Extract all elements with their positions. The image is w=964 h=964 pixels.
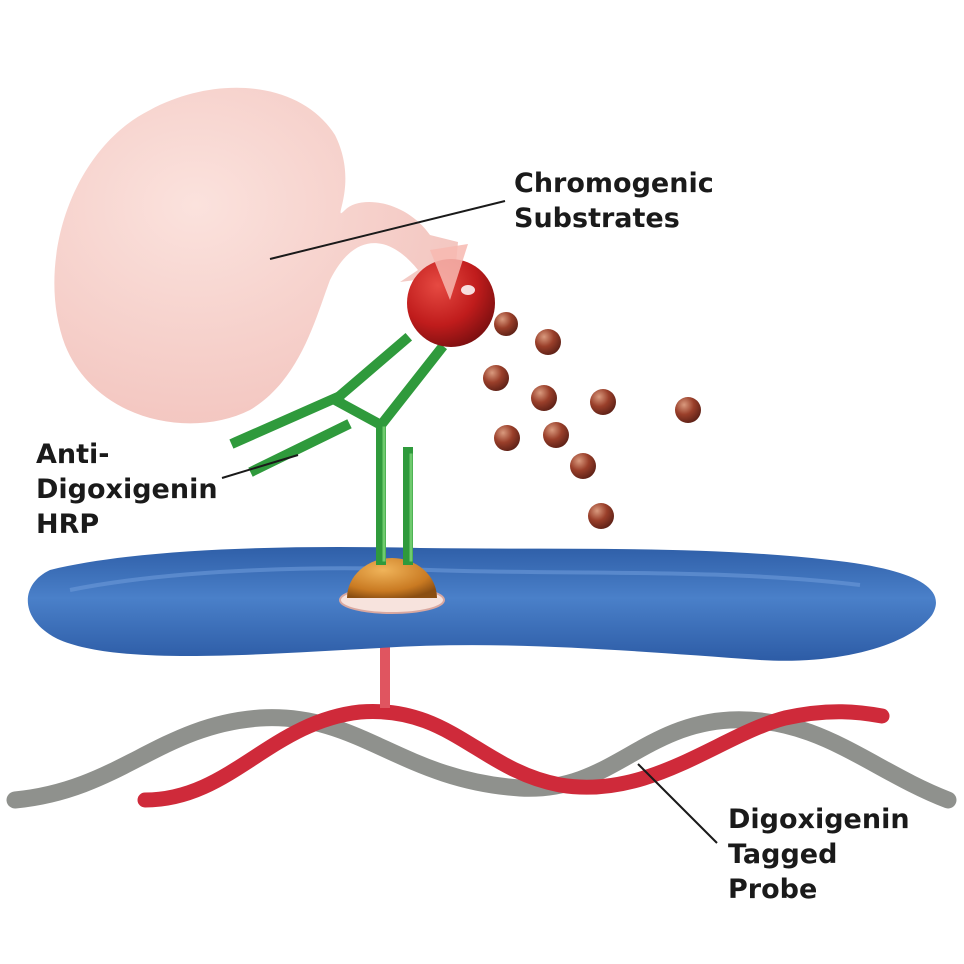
leader-line-substrates bbox=[269, 200, 506, 260]
product-dot bbox=[588, 503, 614, 529]
hrp-sphere-icon bbox=[407, 259, 495, 347]
product-dot bbox=[590, 389, 616, 415]
label-line: Chromogenic bbox=[514, 168, 714, 199]
digoxigenin-tagged-probe-label: Digoxigenin Tagged Probe bbox=[728, 802, 910, 907]
chromogenic-substrates-label: Chromogenic Substrates bbox=[514, 166, 714, 236]
product-dots bbox=[483, 312, 701, 529]
product-dot bbox=[543, 422, 569, 448]
product-dot bbox=[535, 329, 561, 355]
digoxigenin-bead-icon bbox=[347, 558, 437, 598]
label-line: Digoxigenin bbox=[36, 474, 218, 505]
dna-strand bbox=[6, 709, 957, 809]
leader-line-probe bbox=[637, 763, 718, 844]
probe-strand bbox=[137, 704, 890, 808]
product-dot bbox=[494, 312, 518, 336]
cell-membrane bbox=[27, 547, 936, 661]
substrate-cloud bbox=[54, 87, 458, 424]
label-line: Tagged bbox=[728, 839, 838, 870]
product-dot bbox=[494, 425, 520, 451]
product-dot bbox=[531, 385, 557, 411]
y-antibody-icon bbox=[229, 332, 448, 565]
label-line: HRP bbox=[36, 509, 100, 540]
substrate-arrow bbox=[430, 244, 468, 300]
label-line: Probe bbox=[728, 874, 818, 905]
anti-digoxigenin-hrp-label: Anti- Digoxigenin HRP bbox=[36, 437, 218, 542]
label-line: Anti- bbox=[36, 439, 110, 470]
product-dot bbox=[570, 453, 596, 479]
label-line: Digoxigenin bbox=[728, 804, 910, 835]
product-dot bbox=[483, 365, 509, 391]
leader-line-antibody bbox=[221, 454, 299, 479]
product-dot bbox=[675, 397, 701, 423]
label-line: Substrates bbox=[514, 203, 680, 234]
